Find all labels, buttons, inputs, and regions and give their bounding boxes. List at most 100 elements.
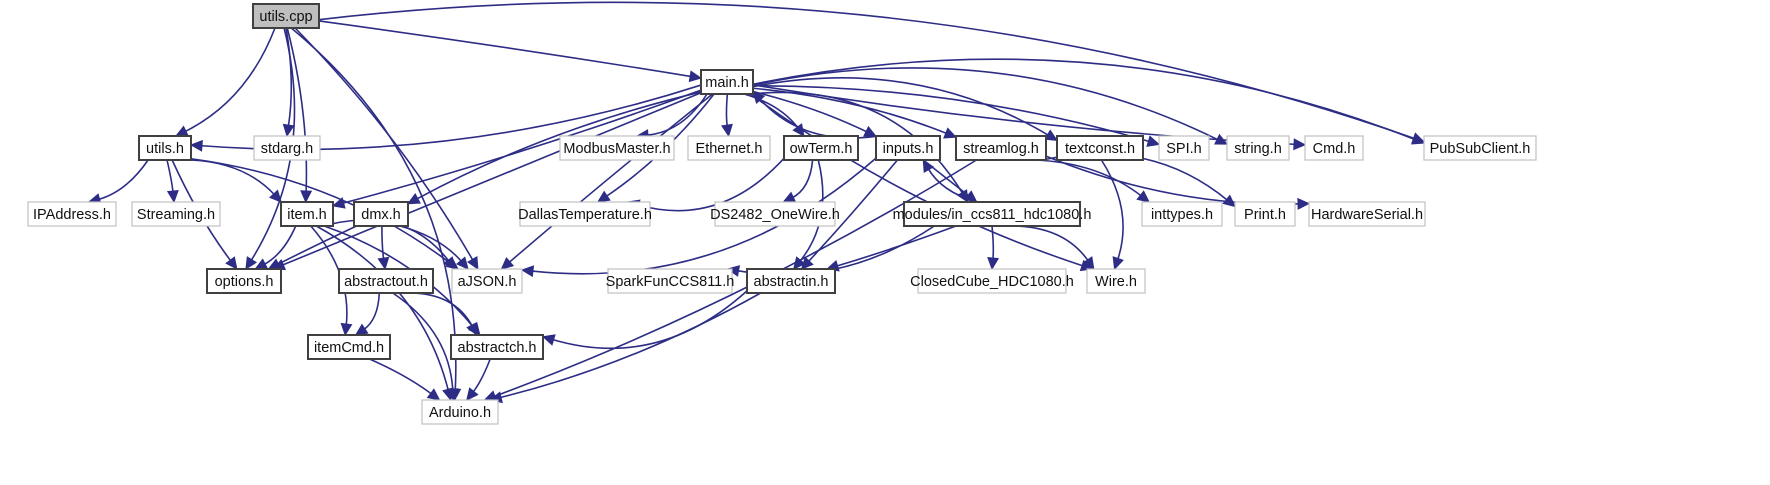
graph-node-SparkFunCCS811-h[interactable]: SparkFunCCS811.h: [606, 268, 735, 294]
graph-node-utils-h[interactable]: utils.h: [138, 135, 192, 161]
node-box[interactable]: [1304, 135, 1364, 161]
graph-node-inputs-h[interactable]: inputs.h: [875, 135, 941, 161]
graph-node-HardwareSerial-h[interactable]: HardwareSerial.h: [1308, 201, 1426, 227]
node-box[interactable]: [559, 135, 675, 161]
node-box[interactable]: [253, 135, 321, 161]
node-box[interactable]: [1234, 201, 1296, 227]
node-box[interactable]: [252, 3, 320, 29]
graph-node-Arduino-h[interactable]: Arduino.h: [421, 399, 499, 425]
graph-node-streamlog-h[interactable]: streamlog.h: [955, 135, 1047, 161]
edge-arrowhead: [1112, 256, 1124, 271]
graph-node-Print-h[interactable]: Print.h: [1234, 201, 1296, 227]
dependency-edge: [725, 93, 729, 128]
node-box[interactable]: [1086, 268, 1146, 294]
node-box[interactable]: [783, 135, 859, 161]
graph-node-modules-in-ccs811-hdc1080-h[interactable]: modules/in_ccs811_hdc1080.h: [893, 201, 1092, 227]
edge-arrowhead: [166, 189, 179, 204]
graph-node-inttypes-h[interactable]: inttypes.h: [1141, 201, 1223, 227]
edge-arrowhead: [406, 192, 421, 205]
node-box[interactable]: [280, 201, 334, 227]
edge-arrowhead: [1136, 190, 1151, 203]
edge-arrowhead: [300, 190, 313, 204]
node-box[interactable]: [338, 268, 434, 294]
graph-node-Wire-h[interactable]: Wire.h: [1086, 268, 1146, 294]
edge-arrowhead: [596, 190, 611, 203]
graph-node-dmx-h[interactable]: dmx.h: [353, 201, 409, 227]
graph-node-Streaming-h[interactable]: Streaming.h: [131, 201, 221, 227]
node-box[interactable]: [1141, 201, 1223, 227]
graph-node-Cmd-h[interactable]: Cmd.h: [1304, 135, 1364, 161]
node-box[interactable]: [353, 201, 409, 227]
edge-arrowhead: [922, 158, 935, 173]
dependency-edge: [341, 89, 702, 205]
node-label: IPAddress.h: [33, 207, 111, 223]
node-box[interactable]: [451, 268, 523, 294]
node-box[interactable]: [1158, 135, 1210, 161]
graph-node-itemCmd-h[interactable]: itemCmd.h: [307, 334, 391, 360]
dependency-edge: [315, 225, 450, 392]
edge-arrowhead: [443, 256, 456, 270]
node-box[interactable]: [903, 201, 1081, 227]
dependency-edge: [276, 225, 357, 266]
node-box[interactable]: [875, 135, 941, 161]
edge-arrowhead: [800, 256, 814, 270]
dependency-edge: [318, 20, 693, 78]
graph-node-aJSON-h[interactable]: aJSON.h: [451, 268, 523, 294]
node-box[interactable]: [450, 334, 544, 360]
node-box[interactable]: [700, 69, 754, 95]
graph-node-stdarg-h[interactable]: stdarg.h: [253, 135, 321, 161]
node-box[interactable]: [607, 268, 733, 294]
edge-arrowhead: [426, 388, 441, 401]
dependency-edge: [166, 159, 174, 194]
graph-node-ClosedCube-HDC1080-h[interactable]: ClosedCube_HDC1080.h: [910, 268, 1074, 294]
node-box[interactable]: [917, 268, 1067, 294]
dependency-edge: [415, 91, 702, 201]
edge-arrowhead: [1082, 256, 1095, 270]
graph-node-ModbusMaster-h[interactable]: ModbusMaster.h: [559, 135, 675, 161]
edge-arrowhead: [987, 256, 1000, 271]
graph-node-Ethernet-h[interactable]: Ethernet.h: [687, 135, 771, 161]
graph-node-abstractout-h[interactable]: abstractout.h: [338, 268, 434, 294]
node-box[interactable]: [307, 334, 391, 360]
graph-node-SPI-h[interactable]: SPI.h: [1158, 135, 1210, 161]
graph-node-utils-cpp[interactable]: utils.cpp: [252, 3, 320, 29]
node-box[interactable]: [1308, 201, 1426, 227]
graph-node-DallasTemperature-h[interactable]: DallasTemperature.h: [518, 201, 652, 227]
graph-node-main-h[interactable]: main.h: [700, 69, 754, 95]
node-box[interactable]: [955, 135, 1047, 161]
graph-node-IPAddress-h[interactable]: IPAddress.h: [27, 201, 117, 227]
node-box[interactable]: [746, 268, 836, 294]
node-box[interactable]: [138, 135, 192, 161]
node-box[interactable]: [1056, 135, 1144, 161]
dependency-edge: [758, 97, 877, 139]
graph-node-abstractin-h[interactable]: abstractin.h: [746, 268, 836, 294]
graph-node-textconst-h[interactable]: textconst.h: [1056, 135, 1144, 161]
dependency-edge: [369, 358, 433, 396]
edge-arrowhead: [466, 256, 479, 271]
node-label: modules/in_ccs811_hdc1080.h: [893, 207, 1092, 223]
dependency-edge: [752, 90, 869, 134]
graph-node-string-h[interactable]: string.h: [1226, 135, 1290, 161]
node-box[interactable]: [714, 201, 836, 227]
node-box[interactable]: [687, 135, 771, 161]
dependency-edge: [97, 159, 149, 201]
node-box[interactable]: [131, 201, 221, 227]
node-box[interactable]: [27, 201, 117, 227]
edge-arrowhead: [446, 388, 459, 402]
edge-arrowhead: [466, 387, 479, 401]
graph-node-abstractch-h[interactable]: abstractch.h: [450, 334, 544, 360]
graph-node-owTerm-h[interactable]: owTerm.h: [783, 135, 859, 161]
node-box[interactable]: [1423, 135, 1537, 161]
graph-node-options-h[interactable]: options.h: [206, 268, 282, 294]
node-box[interactable]: [421, 399, 499, 425]
node-box[interactable]: [519, 201, 651, 227]
dependency-edge: [530, 157, 877, 275]
edge-arrowhead: [500, 256, 515, 270]
graph-node-DS2482-OneWire-h[interactable]: DS2482_OneWire.h: [710, 201, 840, 227]
graph-node-item-h[interactable]: item.h: [280, 201, 334, 227]
node-box[interactable]: [206, 268, 282, 294]
dependency-edge: [471, 358, 491, 394]
dependency-edge: [406, 292, 474, 328]
node-box[interactable]: [1226, 135, 1290, 161]
graph-node-PubSubClient-h[interactable]: PubSubClient.h: [1423, 135, 1537, 161]
